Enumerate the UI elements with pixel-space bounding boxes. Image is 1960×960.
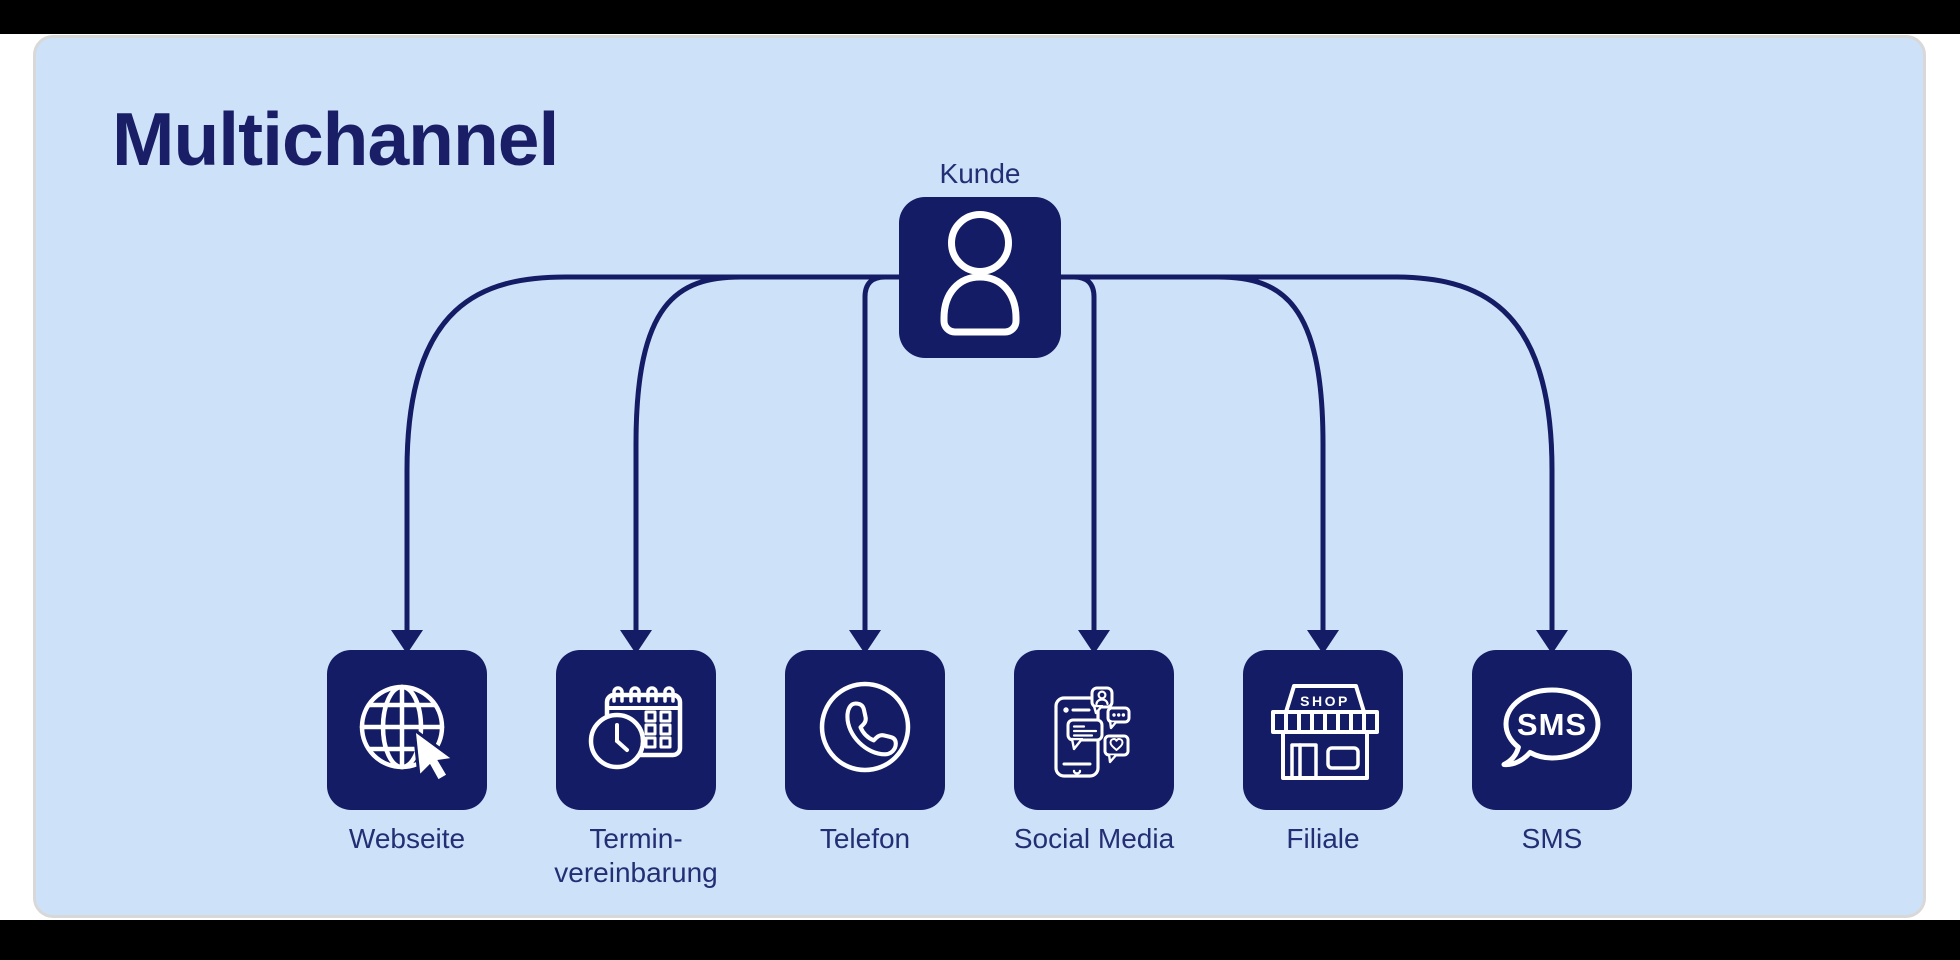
shop-icon: SHOP [1271,684,1379,780]
phone-icon [819,681,911,773]
connector-telefon [862,274,980,633]
channel-label-filiale: Filiale [1286,823,1360,854]
arrowhead-telefon [849,630,881,654]
arrowhead-webseite [391,630,423,654]
dots-bubble-icon [1106,706,1131,730]
person-icon [940,211,1020,336]
top-letterbox-bar [0,0,1960,34]
connector-termin [633,274,980,633]
sms-bubble-icon: SMS [1501,687,1601,768]
chat-bubble-icon [1066,718,1104,751]
cursor-arrow-icon [412,729,454,783]
channel-node-webseite [327,650,487,810]
arrowhead-filiale [1307,630,1339,654]
channel-node-filiale: SHOP [1243,650,1403,810]
arrowhead-termin [620,630,652,654]
channel-label-webseite: Webseite [348,823,466,854]
center-node-label: Kunde [939,158,1021,189]
calendar-clock-icon [588,686,683,770]
channel-label-telefon: Telefon [819,823,911,854]
bottom-letterbox-bar [0,920,1960,960]
page-title: Multichannel [112,97,559,181]
channel-node-sms: SMS [1472,650,1632,810]
connector-webseite [404,274,980,633]
channel-label-sms: SMS [1521,823,1583,854]
heart-bubble-icon [1103,734,1130,764]
globe-cursor-icon [359,684,454,783]
channel-label-social: Social Media [1013,823,1175,854]
sms-bubble-text: SMS [1517,707,1587,742]
person-bubble-icon [1090,686,1114,715]
channel-label-termin: Termin- vereinbarung [554,823,718,888]
arrowhead-social [1078,630,1110,654]
channel-node-telefon [785,650,945,810]
channel-node-termin [556,650,716,810]
arrowhead-sms [1536,630,1568,654]
center-node-kunde [899,197,1061,358]
social-chat-icon [1054,686,1131,778]
connector-sms [980,274,1555,633]
shop-sign-text: SHOP [1300,693,1350,709]
channel-node-social [1014,650,1174,810]
